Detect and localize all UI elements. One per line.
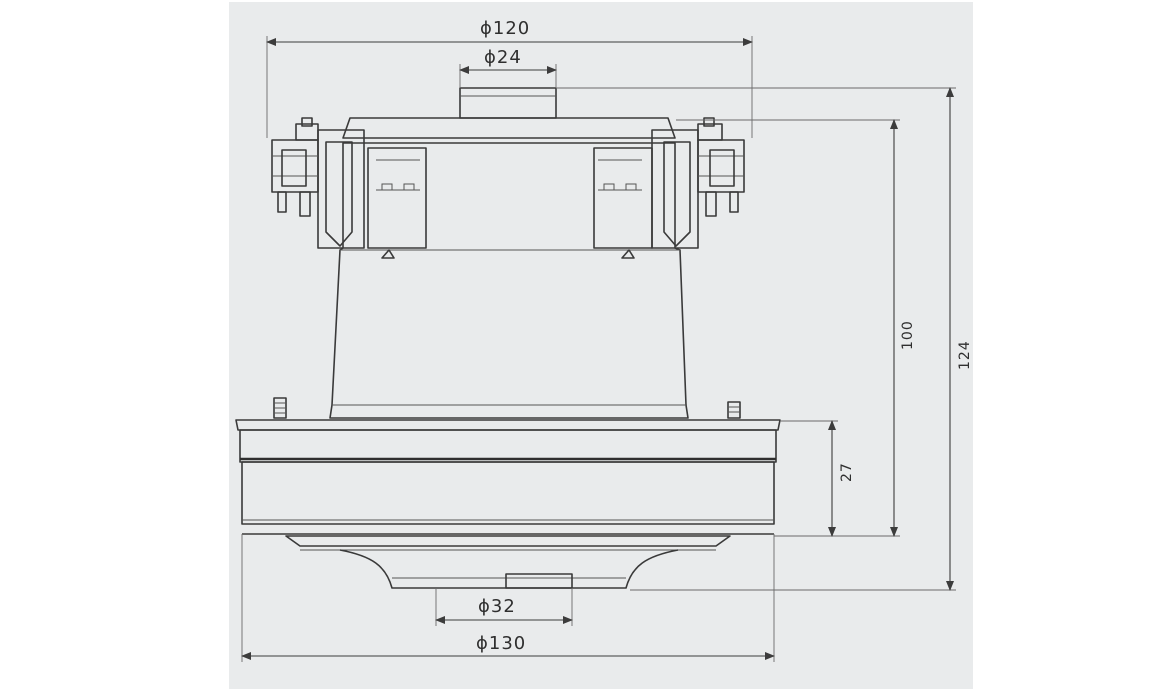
right-terminal [697,117,745,217]
dim-label-body-height: 100 [900,320,916,350]
flange-screws [273,397,741,419]
fan-housing [235,419,781,589]
dim-label-base-height: 27 [839,462,855,482]
left-brush-holder [317,129,427,259]
dim-label-bottom-overall-diameter: ϕ130 [476,633,526,654]
dim-label-top-overall-diameter: ϕ120 [480,18,530,39]
dimension-labels: ϕ120 ϕ24 ϕ32 ϕ130 124 100 27 [476,18,973,654]
dim-label-top-shaft-diameter: ϕ24 [484,47,522,68]
left-terminal [271,117,319,217]
motor-housing [329,142,689,419]
motor-outline [235,87,781,589]
dim-label-total-height: 124 [957,340,973,370]
top-cap [342,117,676,139]
dim-label-bottom-outlet-diameter: ϕ32 [478,596,516,617]
dimension-lines [241,36,956,662]
drawing-sheet [229,2,973,689]
